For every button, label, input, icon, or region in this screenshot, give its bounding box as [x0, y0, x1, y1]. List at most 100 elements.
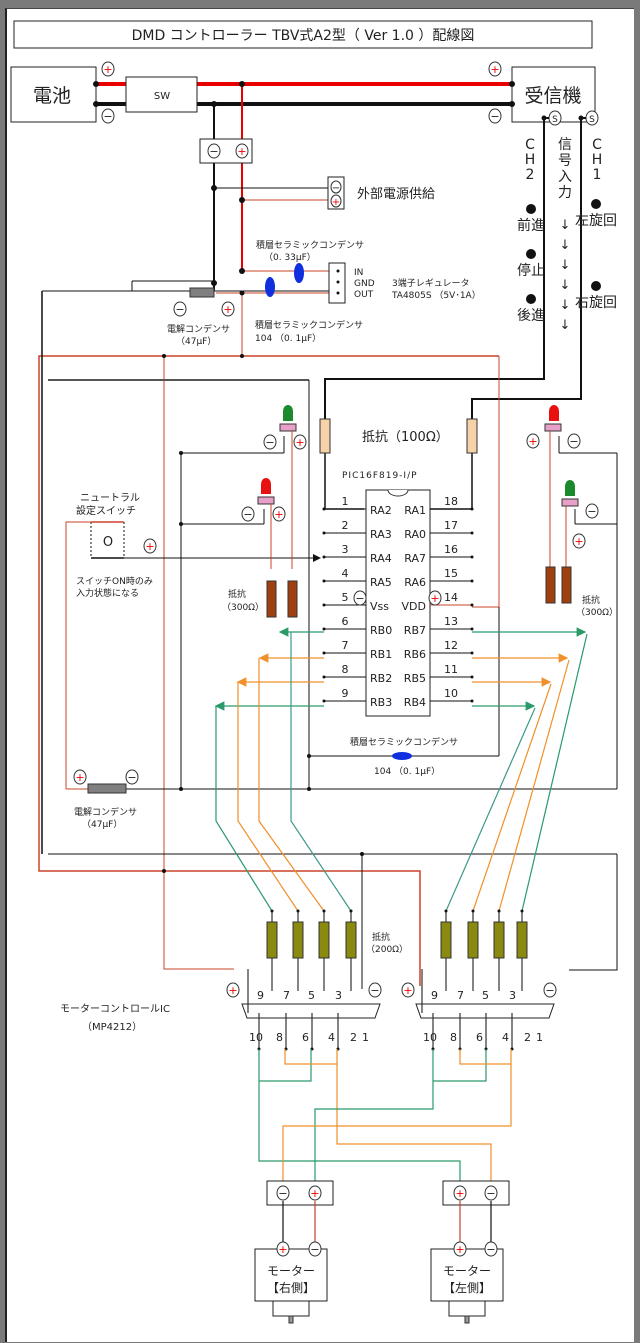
- receiver-s-terminal-ch2: S: [548, 110, 562, 126]
- pin-name: RB6: [404, 648, 426, 661]
- resistor-300-right-label: 抵抗: [582, 594, 600, 606]
- svg-text:↓: ↓: [560, 278, 571, 293]
- minus-icon: [276, 1185, 290, 1201]
- svg-text:停止: 停止: [517, 262, 545, 279]
- svg-text:+: +: [75, 771, 84, 784]
- ic-pin-label: 3: [509, 989, 516, 1002]
- pin-number: 12: [444, 639, 458, 652]
- external-power-label: 外部電源供給: [357, 187, 435, 202]
- svg-text:+: +: [103, 63, 112, 76]
- switch-label: SW: [154, 91, 170, 102]
- ch1-label: C H 1: [592, 137, 603, 183]
- pin-number: 15: [444, 567, 458, 580]
- svg-text:↓: ↓: [560, 218, 571, 233]
- switch-state: O: [103, 535, 113, 550]
- svg-text:↓: ↓: [560, 258, 571, 273]
- pin-number: 13: [444, 615, 458, 628]
- battery-minus-icon: −: [101, 108, 115, 124]
- svg-text:+: +: [274, 508, 283, 521]
- ic-pin-label: 2: [350, 1031, 357, 1044]
- pin-number: 18: [444, 495, 458, 508]
- pin-name: RB5: [404, 672, 426, 685]
- minus-icon: −: [263, 434, 277, 450]
- resistor-200-group-right: [440, 909, 528, 991]
- pin-name: RB4: [404, 696, 426, 709]
- pin-number: 14: [444, 591, 458, 604]
- resistor-200: [292, 909, 304, 991]
- motor-terminal-box: [442, 1180, 510, 1206]
- pin-name: RB1: [370, 648, 392, 661]
- vss-minus-icon: −: [353, 590, 367, 606]
- svg-text:IN: IN: [354, 268, 363, 278]
- ceramic-104-top-label: 積層セラミックコンデンサ: [255, 319, 363, 331]
- plus-icon: +: [293, 434, 307, 450]
- minus-icon: −: [207, 143, 221, 159]
- svg-text:入: 入: [558, 169, 572, 185]
- ic-pin-label: 7: [283, 989, 290, 1002]
- mcu-chip: [365, 489, 431, 717]
- ic-pin-label: 2: [524, 1031, 531, 1044]
- svg-text:−: −: [355, 592, 364, 605]
- electrolytic-capacitor-top: [189, 287, 215, 298]
- pin-number: 4: [342, 567, 349, 580]
- svg-text:H: H: [525, 152, 536, 168]
- resistor-300-left-a: [266, 580, 277, 618]
- diagram-sheet: DMD コントローラー TBV式A2型（ Ver 1.0 ）配線図 電池 + −…: [5, 8, 634, 1342]
- neutral-switch-label-2: 設定スイッチ: [76, 504, 136, 517]
- ic-pin-label: 10: [423, 1031, 437, 1044]
- plus-icon: +: [330, 194, 342, 208]
- svg-text:C: C: [592, 137, 602, 153]
- neutral-switch-label-1: ニュートラル: [80, 492, 140, 504]
- ceramic-104-bottom-value: 104 （0. 1μF）: [374, 766, 440, 777]
- ic-pin-label: 7: [457, 989, 464, 1002]
- pin-name: RA0: [404, 528, 426, 541]
- ceramic-033-value: （0. 33μF）: [264, 252, 316, 263]
- power-connector: − +: [199, 138, 253, 164]
- svg-text:+: +: [574, 535, 583, 548]
- resistor-200-group-left: [266, 909, 357, 991]
- svg-text:+: +: [455, 1187, 464, 1200]
- signal-input-label: 信 号 入 力: [558, 137, 572, 201]
- svg-text:+: +: [430, 592, 439, 605]
- led-red-right: [544, 405, 562, 569]
- battery: 電池: [10, 66, 99, 123]
- svg-text:H: H: [592, 152, 603, 168]
- bullet-icon: [591, 281, 601, 291]
- wiring-diagram: DMD コントローラー TBV式A2型（ Ver 1.0 ）配線図 電池 + −…: [10, 20, 618, 1324]
- receiver-minus-icon: −: [488, 108, 502, 124]
- pin-name: RA2: [370, 504, 392, 517]
- svg-text:+: +: [228, 984, 237, 997]
- motor-ic-label-1: モーターコントロールIC: [60, 1003, 170, 1015]
- minus-icon: −: [543, 982, 557, 998]
- resistor-300-left-b: [287, 580, 298, 618]
- svg-text:↓: ↓: [560, 318, 571, 333]
- mcu-right-pins: 18RA117RA016RA715RA614VDD13RB712RB611RB5…: [402, 495, 499, 709]
- svg-text:−: −: [243, 508, 252, 521]
- svg-text:+: +: [223, 303, 232, 316]
- ic-pin-label: 6: [476, 1031, 483, 1044]
- pin-number: 9: [342, 687, 349, 700]
- motor-body: [254, 1248, 328, 1302]
- pin-number: 7: [342, 639, 349, 652]
- ic-pin-label: 10: [249, 1031, 263, 1044]
- battery-label: 電池: [33, 85, 71, 107]
- minus-icon: [484, 1241, 498, 1257]
- svg-text:−: −: [486, 1243, 495, 1256]
- pin-name: RB2: [370, 672, 392, 685]
- neutral-switch[interactable]: O: [90, 521, 125, 559]
- plus-icon: +: [73, 769, 87, 785]
- power-switch: SW: [125, 76, 198, 113]
- bullet-icon: [526, 249, 536, 259]
- motor-label-1: モーター: [443, 1264, 491, 1278]
- pin-name: RB7: [404, 624, 426, 637]
- resistor-200: [318, 909, 330, 991]
- minus-icon: [484, 1185, 498, 1201]
- motors: −++−モーター【右側】+−+−モーター【左側】: [254, 1180, 510, 1324]
- svg-text:−: −: [209, 145, 218, 158]
- power-branch: [213, 84, 243, 291]
